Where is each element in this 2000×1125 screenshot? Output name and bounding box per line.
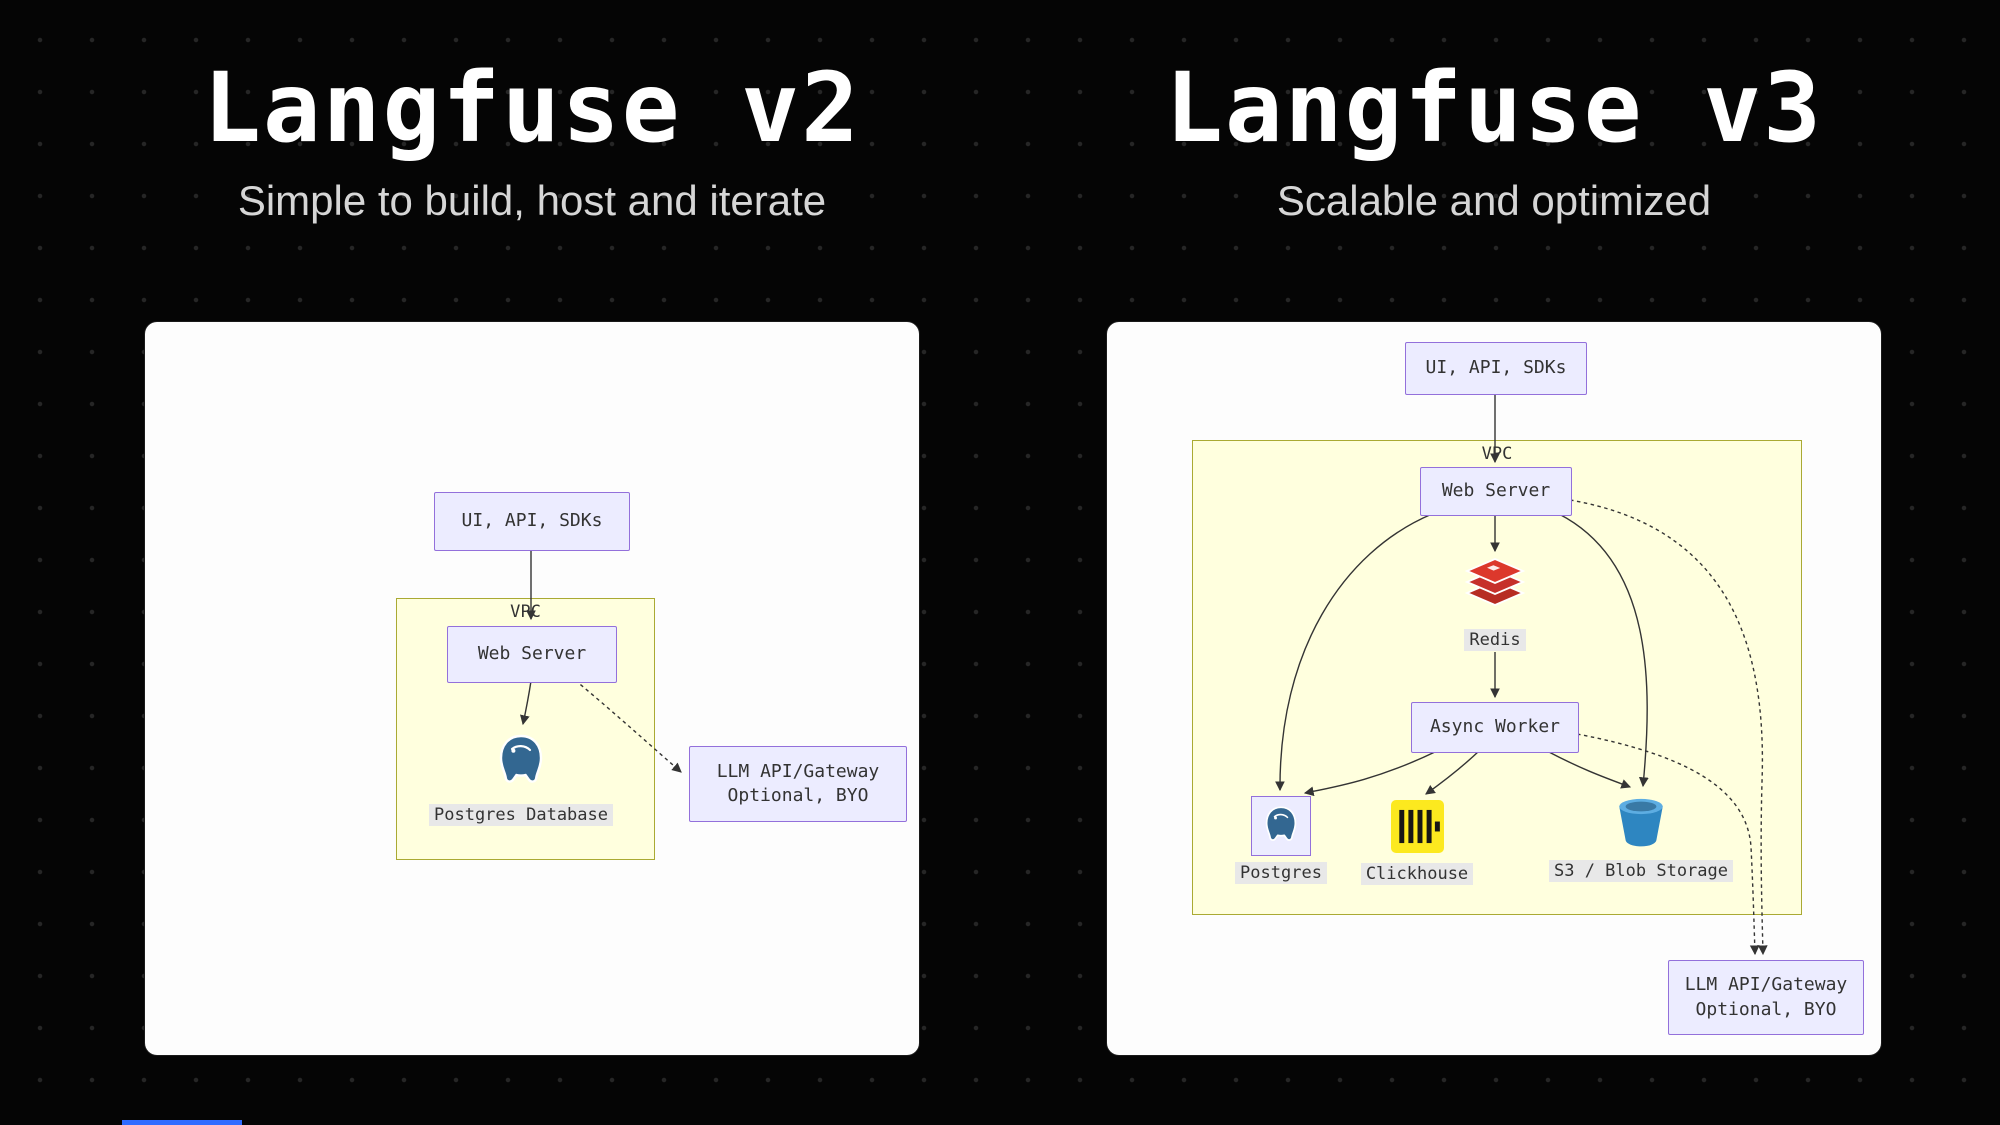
v2-node-web-server: Web Server: [447, 626, 617, 683]
v3-node-s3: S3 / Blob Storage: [1541, 792, 1741, 882]
v3-s3-label: S3 / Blob Storage: [1549, 860, 1733, 882]
v3-vpc-label: VPC: [1481, 444, 1513, 464]
v2-node-llm-gateway: LLM API/Gateway Optional, BYO: [689, 746, 907, 822]
v3-diagram-panel: VPC UI, API, SDKs Web Server: [1107, 322, 1881, 1055]
postgres-elephant-icon: [489, 730, 553, 798]
progress-strip: [122, 1120, 242, 1125]
v3-subtitle: Scalable and optimized: [1276, 176, 1712, 224]
v2-llm-line1: LLM API/Gateway: [716, 760, 880, 782]
v3-node-llm-gateway: LLM API/Gateway Optional, BYO: [1668, 960, 1864, 1035]
v2-subtitle: Simple to build, host and iterate: [237, 176, 827, 224]
v2-node-ui-api-sdks: UI, API, SDKs: [434, 492, 630, 551]
v2-diagram-panel: VPC UI, API, SDKs Web Server: [145, 322, 919, 1055]
v2-node-postgres: Postgres Database: [429, 730, 613, 826]
v3-node-async-worker: Async Worker: [1411, 702, 1579, 753]
postgres-elephant-icon: [1251, 796, 1311, 856]
v2-title: Langfuse v2: [203, 52, 861, 164]
v3-clickhouse-label: Clickhouse: [1360, 863, 1474, 885]
v3-node-postgres: Postgres: [1211, 796, 1351, 884]
v2-llm-line2: Optional, BYO: [727, 785, 869, 806]
v3-llm-line1: LLM API/Gateway: [1684, 974, 1848, 996]
v3-node-redis: Redis: [1435, 555, 1555, 651]
redis-stack-icon: [1462, 555, 1528, 623]
v3-header: Langfuse v3 Scalable and optimized: [1107, 58, 1881, 225]
v2-vpc-label: VPC: [510, 602, 541, 622]
v2-node-ui-api-sdks-label: UI, API, SDKs: [461, 510, 603, 532]
v2-header: Langfuse v2 Simple to build, host and it…: [145, 58, 919, 225]
clickhouse-bars-icon: [1390, 800, 1444, 857]
v3-postgres-label: Postgres: [1235, 862, 1327, 884]
v2-postgres-label: Postgres Database: [429, 804, 613, 826]
v3-title: Langfuse v3: [1165, 52, 1823, 164]
v3-node-web-server-label: Web Server: [1441, 480, 1551, 502]
v2-node-web-server-label: Web Server: [477, 643, 587, 665]
bucket-icon: [1612, 792, 1670, 854]
v3-node-ui-api-sdks: UI, API, SDKs: [1405, 342, 1587, 395]
v3-node-ui-api-sdks-label: UI, API, SDKs: [1425, 357, 1567, 379]
v3-node-clickhouse: Clickhouse: [1347, 800, 1487, 885]
v3-node-async-worker-label: Async Worker: [1429, 716, 1561, 738]
v3-llm-line2: Optional, BYO: [1695, 998, 1837, 1020]
v3-redis-label: Redis: [1464, 629, 1526, 651]
v3-node-web-server: Web Server: [1420, 467, 1572, 516]
